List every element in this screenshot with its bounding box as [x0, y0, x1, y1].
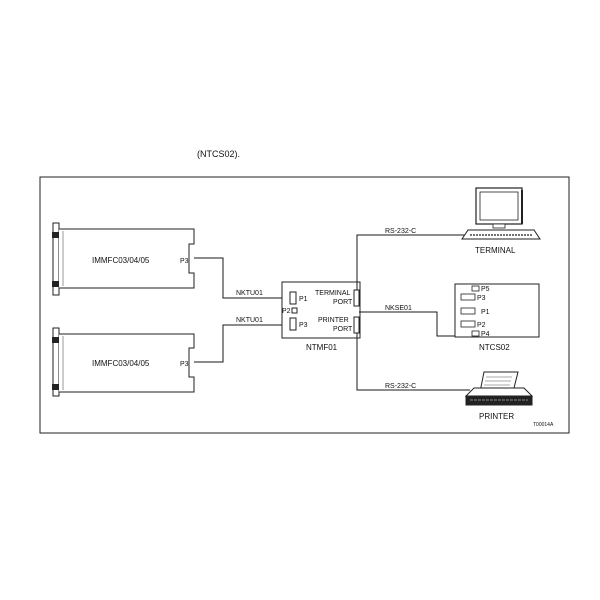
ntcs02-p2-connector: [460, 320, 476, 328]
ntmf01-terminal-port-label-line2: PORT: [333, 299, 353, 306]
module-card-1-port: P3: [180, 258, 189, 265]
ntcs02-p1-label: P1: [481, 309, 490, 316]
module-card-2-screw-bottom: [52, 384, 60, 390]
ntmf01-printer-port-connector: [353, 316, 360, 334]
ntmf01-p2-label: P2: [282, 308, 291, 315]
ntcs02-p5-connector: [471, 285, 480, 292]
ntmf01-p2-connector: [291, 307, 298, 314]
cable-to-terminal: [356, 234, 468, 290]
ntcs02-p3-label: P3: [477, 295, 486, 302]
module-card-1-screw-top: [52, 232, 60, 238]
ntcs02-p5-label: P5: [481, 286, 490, 293]
figure-id: T00014A: [533, 422, 554, 428]
ntcs02-p3-connector: [460, 293, 476, 301]
cable-module2-to-ntmf01: [194, 324, 290, 363]
module-card-2-board: [59, 333, 195, 393]
ntmf01-terminal-port-label-line1: TERMINAL: [315, 290, 351, 297]
module-card-2-screw-top: [52, 337, 60, 343]
ntcs02-box: [454, 283, 540, 338]
ntmf01-name: NTMF01: [306, 343, 338, 352]
terminal-monitor-screen: [479, 191, 519, 221]
ntmf01-unit: P1 P2 P3 TERMINAL PORT PRINTER PORT NTMF…: [281, 281, 361, 352]
diagram-frame: [39, 176, 570, 434]
module-card-1-screw-bottom: [52, 281, 60, 287]
terminal-label: TERMINAL: [475, 246, 516, 255]
module-card-2-name: IMMFC03/04/05: [92, 359, 150, 368]
terminal-neck: [492, 223, 506, 229]
ntmf01-terminal-port-connector: [353, 289, 360, 307]
ntcs02-p4-label: P4: [481, 331, 490, 338]
ntcs02-p4-connector: [471, 330, 480, 337]
cable-label-nktu01-bottom: NKTU01: [236, 317, 263, 324]
module-card-1: IMMFC03/04/05 P3: [52, 222, 195, 296]
module-card-2: IMMFC03/04/05 P3: [52, 327, 195, 397]
ntmf01-printer-port-label-line1: PRINTER: [318, 317, 349, 324]
printer-icon: PRINTER: [464, 371, 534, 421]
ntmf01-p3-connector: [289, 317, 297, 331]
ntcs02-p2-label: P2: [477, 322, 486, 329]
cable-label-nkse01: NKSE01: [385, 305, 412, 312]
ntmf01-printer-port-label-line2: PORT: [333, 326, 353, 333]
terminal-icon: TERMINAL: [461, 187, 541, 255]
cable-module1-to-ntmf01: [194, 257, 290, 299]
cable-to-printer: [356, 333, 470, 391]
cut-off-caption: (NTCS02).: [197, 149, 240, 159]
cable-label-printer-rs232c: RS-232-C: [385, 383, 416, 390]
ntcs02-unit: P5 P3 P1 P2 P4 NTCS02: [454, 283, 540, 352]
ntmf01-p1-label: P1: [299, 296, 308, 303]
cable-label-nktu01-top: NKTU01: [236, 290, 263, 297]
module-card-2-port: P3: [180, 361, 189, 368]
ntmf01-p3-label: P3: [299, 322, 308, 329]
module-card-1-board: [59, 228, 195, 289]
cable-label-terminal-rs232c: RS-232-C: [385, 228, 416, 235]
ntcs02-name: NTCS02: [479, 343, 510, 352]
ntmf01-p1-connector: [289, 291, 297, 305]
ntcs02-p1-connector: [460, 307, 476, 315]
printer-top: [464, 387, 534, 397]
printer-label: PRINTER: [479, 412, 514, 421]
module-card-1-name: IMMFC03/04/05: [92, 256, 150, 265]
